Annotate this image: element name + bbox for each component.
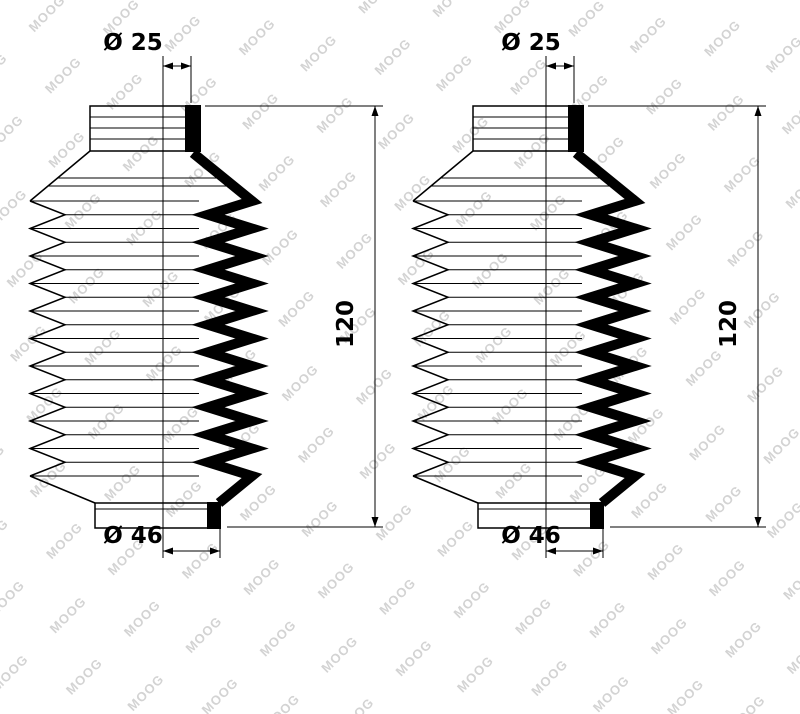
top-diameter-label-right: Ø 25 — [501, 30, 561, 56]
length-label-left: 120 — [333, 300, 359, 348]
bottom-diameter-label-left: Ø 46 — [103, 523, 163, 549]
bellows-technical-drawing: Ø 25 Ø 46 120 Ø 25 Ø 46 120 — [0, 30, 800, 646]
top-diameter-label-left: Ø 25 — [103, 30, 163, 56]
boot-drawing-right — [413, 56, 766, 558]
boot-drawing-left — [30, 56, 383, 558]
length-label-right: 120 — [716, 300, 742, 348]
bottom-diameter-label-right: Ø 46 — [501, 523, 561, 549]
